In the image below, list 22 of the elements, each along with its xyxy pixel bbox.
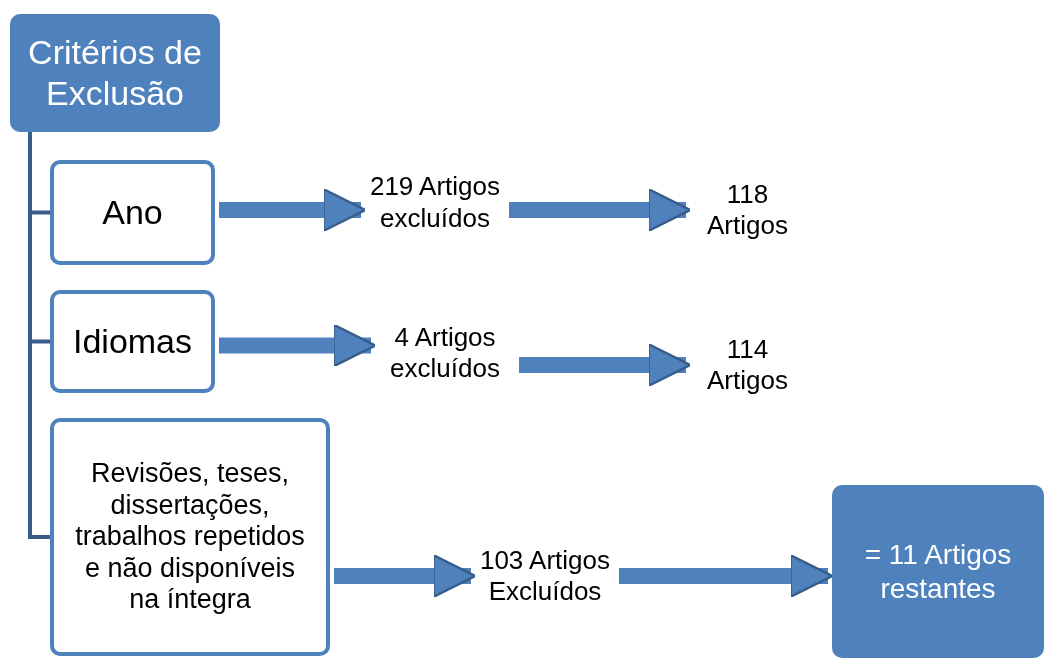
result-box	[832, 485, 1044, 658]
box-label: Ano	[102, 192, 163, 233]
connector-line	[28, 132, 50, 539]
block-arrow	[334, 553, 477, 599]
block-arrow	[509, 187, 692, 233]
count-text: 4 Artigos excluídos	[389, 321, 501, 385]
category-header-box	[10, 14, 220, 132]
count-text: 114 Artigos	[706, 333, 789, 397]
block-arrow	[619, 553, 834, 599]
criterion-box	[50, 160, 215, 265]
count-text: 118 Artigos	[706, 178, 789, 242]
box-label: Critérios de Exclusão	[27, 32, 203, 114]
criterion-box	[50, 418, 330, 656]
block-arrow	[219, 187, 367, 233]
criterion-box	[50, 290, 215, 393]
box-label: = 11 Artigos restantes	[863, 537, 1013, 606]
block-arrow	[519, 342, 692, 388]
box-label: Idiomas	[72, 321, 193, 362]
count-text: 103 Artigos Excluídos	[478, 544, 612, 608]
box-label: Revisões, teses, dissertações, trabalhos repetidos e não disponíveis na íntegra	[74, 458, 306, 616]
block-arrow	[219, 323, 377, 368]
count-text: 219 Artigos excluídos	[368, 171, 502, 234]
